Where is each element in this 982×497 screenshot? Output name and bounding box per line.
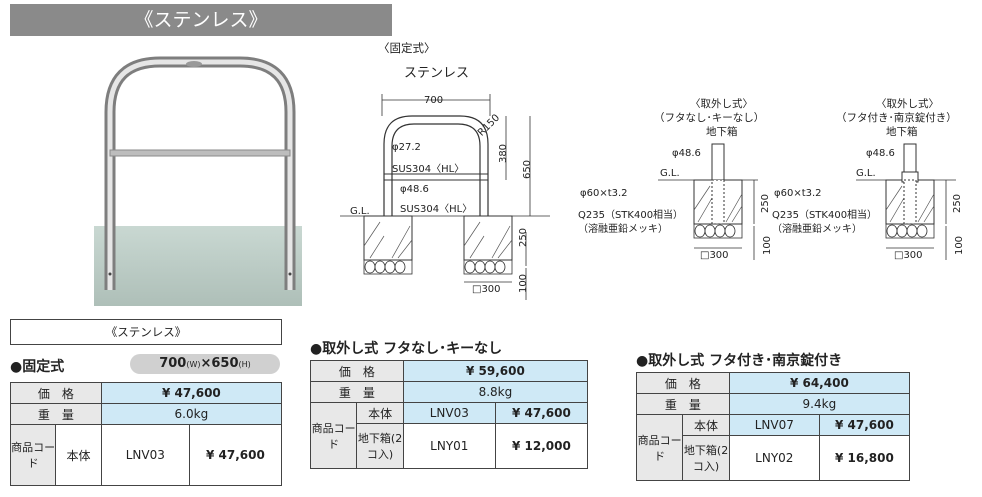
removable-b-base: □300 [894,250,923,261]
removable-b-title2: （フタ付き･南京錠付き） [836,112,957,124]
body-price: ¥ 47,600 [188,424,283,486]
removable-b-sleeve-mat1: Q235（STK400相当） [772,210,878,221]
size-height-unit: (H) [238,360,251,369]
removable-b-title1: 〈取外し式〉 [876,98,939,110]
price-value: ¥ 64,400 [728,372,911,394]
body-label: 本体 [356,402,404,424]
size-height: 650 [211,356,239,371]
body-price: ¥ 47,600 [494,402,589,424]
dim-pipe-large: φ48.6 [400,184,429,195]
removable-b-gl: G.L. [856,168,876,179]
removable-a-sleeve-mat2: （溶融亜鉛メッキ） [578,224,668,235]
fixed-diagram-title: 〈固定式〉 [378,41,436,55]
removable-b-sleeve: φ60×t3.2 [774,188,822,199]
fixed-diagram-material: ステンレス [404,66,470,81]
size-times: × [200,356,212,371]
code-label: 商品コード [309,402,358,469]
price-label: 価 格 [310,360,404,382]
box-code: LNY01 [402,423,496,469]
table-fixed-heading: ●固定式 [10,359,65,375]
size-pill: 700(W)×650(H) [130,354,280,374]
dim-650: 650 [522,159,534,180]
table-fixed: 価 格 ¥ 47,600 重 量 6.0kg 商品コード 本体 LNV03 ¥ … [9,382,283,486]
body-label: 本体 [55,424,102,486]
weight-value: 9.4kg [728,393,911,415]
removable-b-title3: 地下箱 [886,126,918,138]
price-label: 価 格 [636,372,730,394]
removable-a-pipe: φ48.6 [672,148,701,159]
table-removable-a-heading: ●取外し式 フタなし･キーなし [310,341,503,357]
removable-a-dim-100: 100 [762,235,774,256]
body-code: LNV03 [100,424,190,486]
dim-pipe-large-material: SUS304〈HL〉 [400,204,473,215]
dim-700: 700 [424,95,444,106]
dim-250: 250 [518,227,530,248]
weight-label: 重 量 [636,393,730,415]
section-banner: 《ステンレス》 [10,4,392,36]
box-label: 地下箱(2コ入) [356,423,404,469]
removable-a-base: □300 [700,250,729,261]
removable-a-drawing [658,143,758,260]
price-value: ¥ 59,600 [402,360,589,382]
removable-a-sleeve: φ60×t3.2 [580,188,628,199]
removable-a-title1: 〈取外し式〉 [690,98,753,110]
dim-pipe-small: φ27.2 [392,142,421,153]
weight-value: 6.0kg [100,403,283,425]
dim-100: 100 [518,273,530,294]
fixed-diagram-drawing [340,94,550,300]
weight-label: 重 量 [310,381,404,403]
box-price: ¥ 12,000 [494,423,589,469]
code-label: 商品コード [9,424,57,486]
box-price: ¥ 16,800 [818,435,911,481]
product-photo [94,42,302,306]
dim-gl: G.L. [350,206,370,217]
removable-a-title2: （フタなし･キーなし） [654,112,765,124]
removable-b-sleeve-mat2: （溶融亜鉛メッキ） [772,224,862,235]
dim-base: □300 [472,284,501,295]
body-code: LNV07 [728,414,820,436]
body-label: 本体 [682,414,730,436]
removable-a-gl: G.L. [660,168,680,179]
weight-label: 重 量 [10,403,102,425]
removable-a-dim-250: 250 [760,193,772,214]
bollard-photo-illustration [94,56,302,306]
removable-b-drawing [856,143,956,260]
removable-b-dim-250: 250 [952,193,964,214]
removable-b-dim-100: 100 [954,235,966,256]
weight-value: 8.8kg [402,381,589,403]
box-code: LNY02 [728,435,820,481]
removable-a-title3: 地下箱 [706,126,738,138]
table-removable-a: 価 格 ¥ 59,600 重 量 8.8kg 商品コード 本体 LNV03 ¥ … [309,360,589,469]
dim-pipe-small-material: SUS304〈HL〉 [392,164,465,175]
table-removable-b-heading: ●取外し式 フタ付き･南京錠付き [636,353,843,369]
table-fixed-subtitle: 《ステンレス》 [10,319,282,345]
price-value: ¥ 47,600 [100,382,283,404]
price-label: 価 格 [10,382,102,404]
size-width: 700 [159,356,187,371]
removable-a-sleeve-mat1: Q235（STK400相当） [578,210,684,221]
removable-b-pipe: φ48.6 [866,148,895,159]
body-code: LNV03 [402,402,496,424]
dim-380: 380 [498,143,510,164]
size-width-unit: (W) [186,360,201,369]
box-label: 地下箱(2コ入) [682,435,730,481]
table-removable-b: 価 格 ¥ 64,400 重 量 9.4kg 商品コード 本体 LNV07 ¥ … [635,372,911,481]
body-price: ¥ 47,600 [818,414,911,436]
code-label: 商品コード [635,414,684,481]
